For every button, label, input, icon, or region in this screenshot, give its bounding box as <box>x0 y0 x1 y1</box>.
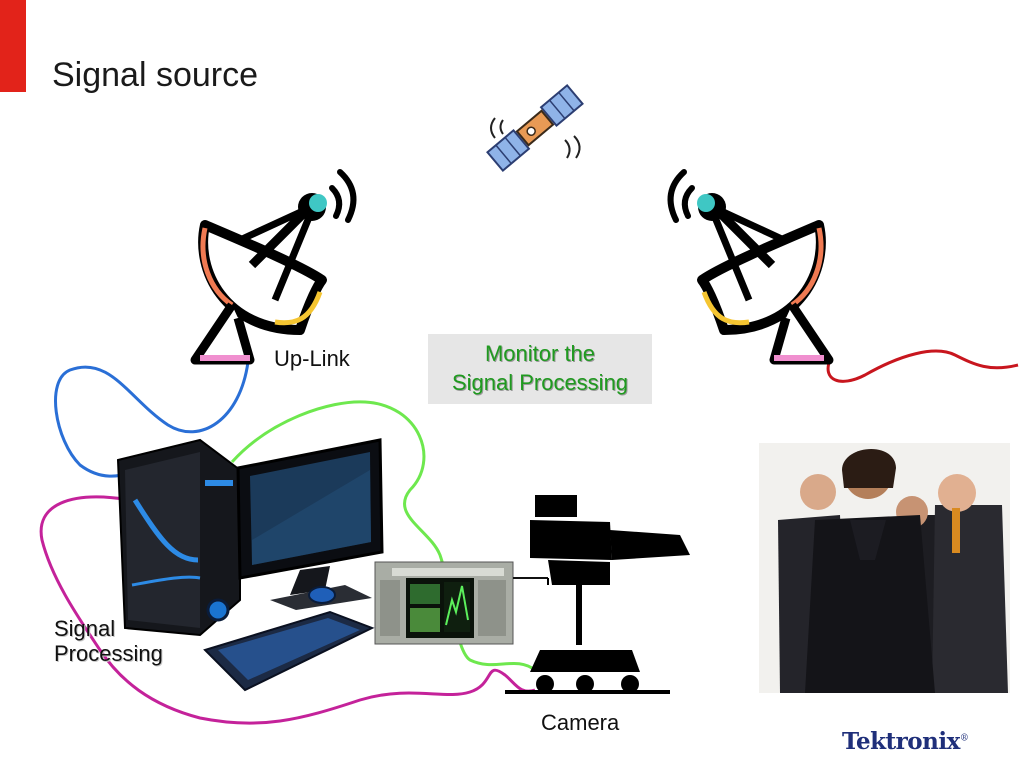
tv-camera-icon <box>505 495 690 694</box>
signal-processing-label: Signal Processing <box>54 616 163 667</box>
signal-label-line1: Signal <box>54 616 116 641</box>
uplink-cable <box>54 361 250 478</box>
camera-label: Camera <box>541 710 620 735</box>
accent-bar <box>0 0 26 92</box>
uplink-label: Up-Link <box>274 346 350 371</box>
downlink-cable <box>826 349 1019 383</box>
monitor-callout-line2: Signal Processing <box>451 370 629 396</box>
satellite-signal-right <box>564 135 581 159</box>
tektronix-logo: Tektronix® <box>842 728 969 755</box>
signal-label-line2: Processing <box>54 641 163 667</box>
monitor-callout-line1: Monitor the <box>484 341 596 366</box>
monitor-icon <box>236 438 384 610</box>
keyboard-icon <box>203 610 375 692</box>
brand-name: Tektronix <box>842 728 960 755</box>
satellite-icon <box>486 83 584 173</box>
mouse-icon <box>308 586 336 604</box>
camera-cable <box>230 400 536 672</box>
satellite-signal-left <box>490 117 504 139</box>
uplink-dish-icon <box>190 169 357 365</box>
waveform-monitor-icon <box>374 561 514 645</box>
downlink-dish-icon <box>667 169 834 365</box>
signal-cable <box>39 495 536 725</box>
monitor-callout: Monitor the Signal Processing <box>428 334 652 404</box>
team-photo <box>759 443 1010 693</box>
brand-mark: ® <box>959 733 969 744</box>
computer-tower-icon <box>116 438 241 637</box>
page-title: Signal source <box>52 56 259 94</box>
